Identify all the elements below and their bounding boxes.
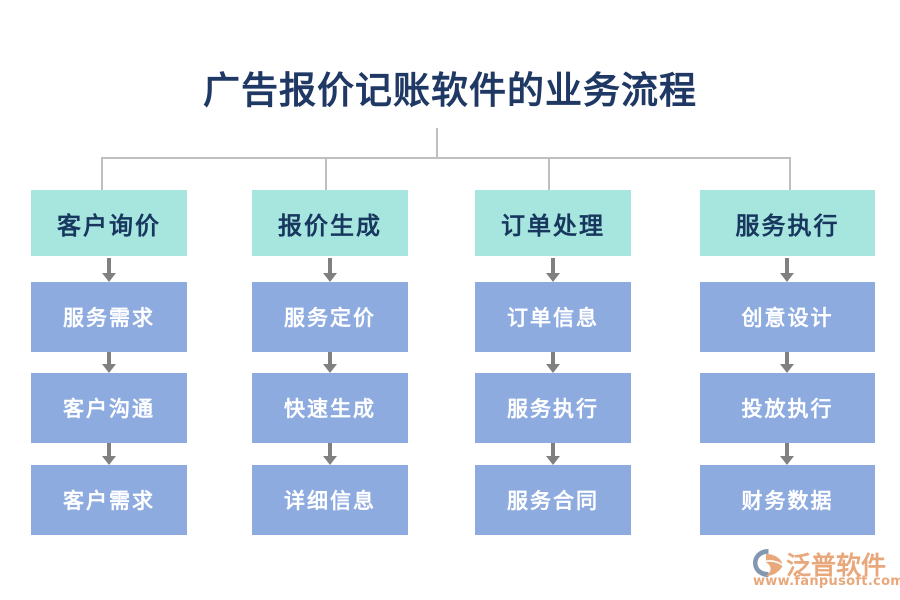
arrow-col2-head-to-step1 <box>323 258 337 282</box>
page-title: 广告报价记账软件的业务流程 <box>203 68 697 112</box>
arrow-col2-step1-to-step2 <box>323 352 337 373</box>
step-box-3-1[interactable]: 订单信息 <box>475 282 631 352</box>
arrow-col2-step2-to-step3 <box>323 443 337 465</box>
column-header-box-4[interactable]: 服务执行 <box>700 190 875 256</box>
arrow-col1-head-to-step1 <box>102 258 116 282</box>
arrow-col1-step1-to-step2 <box>102 352 116 373</box>
arrow-col4-step1-to-step2 <box>780 352 794 373</box>
column-header-box-1[interactable]: 客户询价 <box>31 190 187 256</box>
step-box-3-2[interactable]: 服务执行 <box>475 373 631 443</box>
step-box-4-2[interactable]: 投放执行 <box>700 373 875 443</box>
connector-drop-col-3 <box>548 157 550 191</box>
fanpu-logo-icon <box>753 549 783 577</box>
step-box-3-3[interactable]: 服务合同 <box>475 465 631 535</box>
arrow-col4-step2-to-step3 <box>780 443 794 465</box>
column-header-box-2[interactable]: 报价生成 <box>252 190 408 256</box>
column-header-box-3[interactable]: 订单处理 <box>475 190 631 256</box>
step-box-2-1[interactable]: 服务定价 <box>252 282 408 352</box>
step-box-2-2[interactable]: 快速生成 <box>252 373 408 443</box>
connector-title-stem <box>436 128 438 158</box>
step-box-1-3[interactable]: 客户需求 <box>31 465 187 535</box>
logo-website-url: www.fanpusoft.com <box>753 574 900 589</box>
company-logo[interactable]: 泛普软件 www.fanpusoft.com <box>752 546 900 592</box>
step-box-2-3[interactable]: 详细信息 <box>252 465 408 535</box>
arrow-col3-head-to-step1 <box>546 258 560 282</box>
step-box-4-3[interactable]: 财务数据 <box>700 465 875 535</box>
step-box-4-1[interactable]: 创意设计 <box>700 282 875 352</box>
arrow-col4-head-to-step1 <box>780 258 794 282</box>
step-box-1-2[interactable]: 客户沟通 <box>31 373 187 443</box>
connector-drop-col-1 <box>101 157 103 191</box>
connector-drop-col-2 <box>325 157 327 191</box>
arrow-col1-step2-to-step3 <box>102 443 116 465</box>
arrow-col3-step1-to-step2 <box>546 352 560 373</box>
connector-drop-col-4 <box>789 157 791 191</box>
logo-company-name: 泛普软件 <box>786 551 887 580</box>
connector-horizontal-bus <box>101 157 791 159</box>
step-box-1-1[interactable]: 服务需求 <box>31 282 187 352</box>
arrow-col3-step2-to-step3 <box>546 443 560 465</box>
